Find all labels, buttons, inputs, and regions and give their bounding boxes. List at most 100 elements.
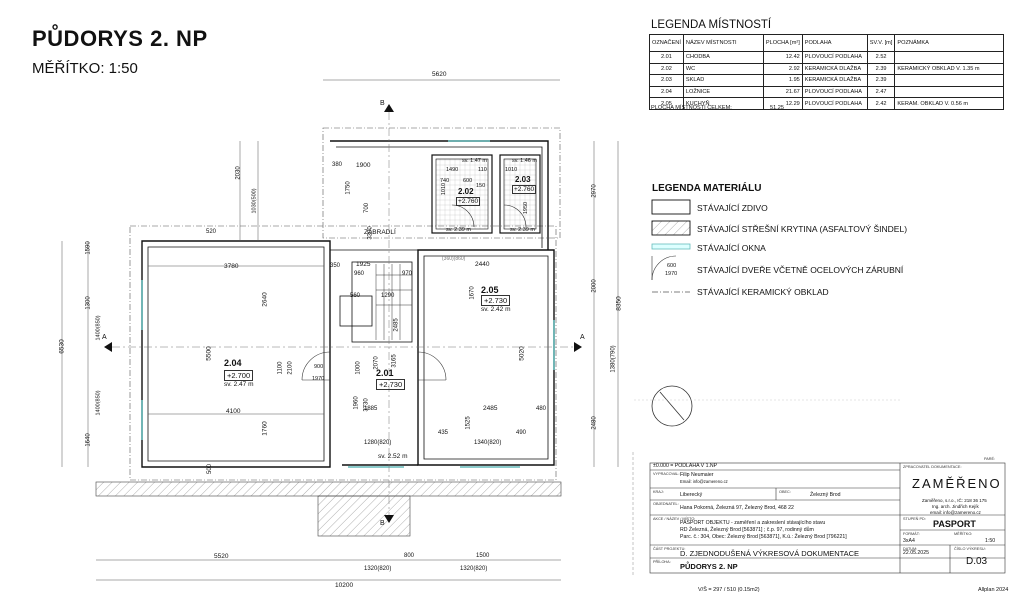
tb-base-level: ±0.000 = PODLAHA V 1.NP bbox=[653, 463, 718, 469]
cell: SKLAD bbox=[682, 74, 764, 87]
dim-2100: 2100 bbox=[287, 361, 294, 375]
tb-objednatel-label: OBJEDNATEL: bbox=[653, 502, 679, 506]
dim-2480: 2480 bbox=[591, 416, 598, 430]
col-header: OZNAČENÍ bbox=[649, 34, 684, 52]
col-header: SV.V. [m] bbox=[866, 34, 896, 52]
tb-cislo: D.03 bbox=[966, 556, 988, 567]
cell: KERAM. OBKLAD V. 0.56 m bbox=[894, 97, 1004, 110]
title-block-frame bbox=[649, 462, 1006, 574]
dim-1010: 1010 bbox=[505, 167, 518, 173]
dim-380: 380 bbox=[332, 162, 343, 168]
dim-960: 960 bbox=[354, 271, 365, 277]
tb-priloha: PŮDORYS 2. NP bbox=[680, 562, 738, 571]
dim-600: 600 bbox=[463, 178, 473, 184]
tb-obec-label: OBEC: bbox=[779, 490, 791, 494]
dim-8350: 8350 bbox=[615, 296, 623, 311]
cell: PLOVOUCÍ PODLAHA bbox=[801, 97, 868, 110]
dim-900: 900 bbox=[314, 364, 324, 370]
room-2-05-level: +2.730 bbox=[481, 295, 511, 306]
dim-500: 500 bbox=[207, 463, 214, 475]
room-2-05-height: sv. 2.42 m bbox=[481, 306, 511, 313]
legend-item-wall: STÁVAJÍCÍ ZDIVO bbox=[697, 203, 768, 213]
dim-150: 150 bbox=[476, 183, 486, 189]
legend-door-icon bbox=[651, 255, 677, 281]
dim-1590: 1590 bbox=[85, 241, 92, 255]
dim-1100: 1100 bbox=[277, 361, 284, 375]
room-2-01-id: 2.01 bbox=[376, 368, 394, 378]
legend-wall-swatch bbox=[651, 199, 691, 215]
col-header: PODLAHA bbox=[801, 34, 868, 52]
dim-110: 110 bbox=[478, 167, 487, 173]
section-b-top: B bbox=[380, 100, 385, 107]
room-2-01-level: +2.730 bbox=[376, 379, 406, 390]
table-row: 2.04 LOŽNICE 21.67 PLOVOUCÍ PODLAHA 2.47 bbox=[649, 85, 1004, 99]
legend-window-swatch bbox=[651, 243, 691, 250]
cell: CHODBA bbox=[682, 51, 764, 64]
footer-area: V/Š = 297 / 510 (0.15m2) bbox=[698, 587, 760, 593]
dim-1320-b: 1320(820) bbox=[460, 566, 488, 572]
dim-700: 700 bbox=[364, 202, 371, 214]
table-row: 2.01 CHODBA 12.42 PLOVOUCÍ PODLAHA 2.52 bbox=[649, 51, 1004, 64]
room-2-03-height: sv. 2.39 m bbox=[510, 227, 535, 233]
tb-akce-2: RD Železná, Železný Brod [563871] ; č.p.… bbox=[680, 527, 814, 533]
dim-5020: 5020 bbox=[518, 346, 526, 361]
tb-meritko: 1:50 bbox=[985, 538, 996, 544]
legend-door-width: 600 bbox=[667, 263, 677, 269]
cell: KERAMICKÁ DLAŽBA bbox=[801, 62, 868, 76]
tb-format: 3xA4 bbox=[903, 538, 915, 544]
railing-label: ZÁBRADLÍ bbox=[364, 229, 396, 236]
dim-1400-a: 1400(850) bbox=[95, 315, 102, 341]
cell: 2.39 bbox=[866, 62, 896, 76]
chimney-block bbox=[317, 495, 411, 537]
tb-email: Email: info@zamereno.cz bbox=[680, 479, 728, 484]
tb-akce-3: Parc. č.: 304, Obec: Železný Brod [56387… bbox=[680, 534, 847, 540]
cell: 2.02 bbox=[649, 62, 684, 76]
cell bbox=[894, 51, 1004, 64]
tb-objednatel: Hana Pokorná, Železná 97, Železný Brod, … bbox=[680, 505, 794, 511]
drawing-title: PŮDORYS 2. NP bbox=[32, 26, 208, 51]
walls bbox=[141, 140, 555, 468]
sklad-clear-height: sv. 1.46 m bbox=[512, 158, 537, 164]
dim-1400-b: 1400(850) bbox=[95, 390, 102, 416]
section-a-right: A bbox=[580, 334, 585, 341]
cell: PLOVOUCÍ PODLAHA bbox=[801, 85, 868, 99]
dim-1380: 1380(790) bbox=[610, 345, 617, 373]
footer-software: Allplan 2024 bbox=[978, 587, 1009, 593]
dim-2485-b: 2485 bbox=[393, 318, 400, 332]
table-row: 2.05 KUCHYŇ 12.29 PLOVOUCÍ PODLAHA 2.42 … bbox=[649, 97, 1004, 110]
tb-company-3: email: info@zamereno.cz bbox=[930, 510, 981, 515]
tb-akce-1: PASPORT OBJEKTU - zaměření a zakreslení … bbox=[680, 520, 826, 526]
room-2-01-height: sv. 2.52 m bbox=[378, 453, 408, 460]
room-2-05-id: 2.05 bbox=[481, 285, 499, 295]
tb-obec: Železný Brod bbox=[810, 492, 841, 498]
dim-1010-b: 1010 bbox=[441, 182, 448, 196]
cell: KUCHYŇ bbox=[682, 97, 764, 110]
dim-970: 970 bbox=[402, 271, 413, 277]
tb-datum: 22.05.2025 bbox=[903, 550, 929, 556]
dim-1885: 1885 bbox=[364, 406, 378, 412]
section-b-bottom: B bbox=[380, 520, 385, 527]
tb-company-2: Ing. arch. Jindřich Kejík bbox=[932, 504, 979, 509]
material-legend-title: LEGENDA MATERIÁLU bbox=[652, 183, 762, 194]
dim-1925: 1925 bbox=[356, 261, 371, 268]
dim-1760: 1760 bbox=[261, 421, 269, 436]
dim-10200: 10200 bbox=[335, 582, 354, 589]
cell: WC bbox=[682, 62, 764, 76]
room-2-04-level: +2.700 bbox=[224, 370, 254, 381]
dim-1300: 1300 bbox=[85, 296, 92, 310]
room-legend-total-value: 51.25 bbox=[770, 105, 784, 111]
tb-company-label: ZPRACOVATEL DOKUMENTACE: bbox=[903, 465, 962, 469]
cell: 2.42 bbox=[866, 97, 896, 110]
dim-1750: 1750 bbox=[345, 181, 352, 195]
cell: 2.52 bbox=[866, 51, 896, 64]
dim-2440: 2440 bbox=[475, 261, 490, 268]
roof-strip bbox=[95, 481, 562, 497]
title-block: ±0.000 = PODLAHA V 1.NP VYPRACOVAL: Fili… bbox=[650, 463, 1005, 573]
tb-format-label: FORMÁT: bbox=[903, 532, 920, 536]
dim-4100: 4100 bbox=[226, 408, 241, 415]
dim-2485: 2485 bbox=[483, 405, 498, 412]
dim-1950: 1950 bbox=[523, 201, 530, 215]
dim-3780: 3780 bbox=[224, 263, 239, 270]
dim-1280: 1280(820) bbox=[364, 440, 392, 446]
